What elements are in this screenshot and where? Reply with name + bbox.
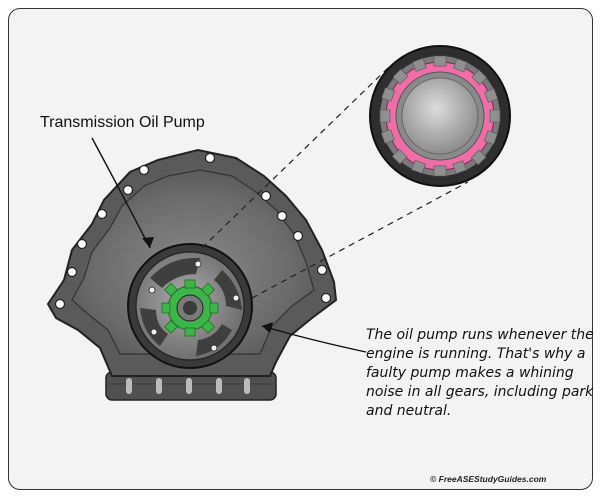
pump-caption: The oil pump runs whenever the engine is… <box>366 327 594 419</box>
zoom-guide-lines <box>201 65 469 299</box>
zoom-inset <box>369 45 511 187</box>
label-pointers <box>91 137 367 353</box>
zoom-gear-teeth <box>379 55 501 177</box>
transmission-oil-pump-label: Transmission Oil Pump <box>40 114 205 131</box>
pump-gear <box>161 279 219 337</box>
oil-pan <box>105 371 277 401</box>
credit-text: © FreeASEStudyGuides.com <box>430 474 547 484</box>
housing-bolts <box>54 152 332 310</box>
arrow-heads <box>142 237 273 333</box>
